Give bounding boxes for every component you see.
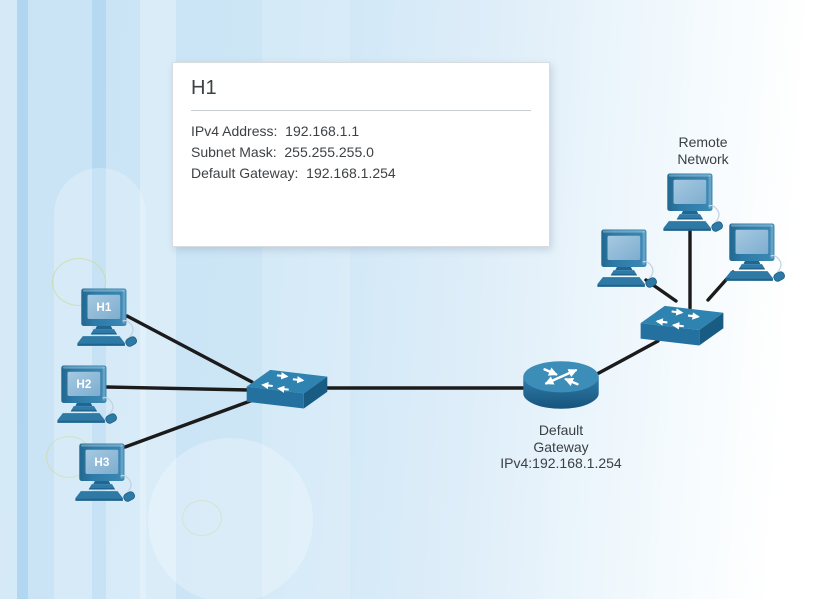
default-gateway-line: Default Gateway: 192.168.1.254 — [191, 165, 396, 181]
remote-network-label: Remote Network — [649, 134, 757, 167]
card-divider — [191, 110, 531, 111]
host-label: H3 — [94, 456, 109, 469]
link-h2-switch — [104, 385, 251, 392]
remote-pc-left — [588, 228, 666, 300]
switch-local — [245, 363, 329, 417]
router-label-line2: Gateway — [533, 438, 589, 455]
host-h3: H3 — [66, 442, 144, 514]
switch-side — [303, 376, 328, 409]
host-info-card: H1 IPv4 Address: 192.168.1.1 Subnet Mask… — [172, 62, 550, 247]
desktop-computer-icon: H2 — [57, 365, 117, 424]
desktop-computer-icon — [725, 223, 785, 282]
mouse — [125, 336, 137, 347]
lan-switch-icon — [246, 369, 328, 409]
desktop-computer-icon — [663, 173, 723, 232]
subnet-mask-line: Subnet Mask: 255.255.255.0 — [191, 144, 374, 160]
router-label: Default Gateway IPv4:192.168.1.254 — [479, 422, 643, 472]
host-h1: H1 — [68, 287, 146, 359]
router-label-line1: Default — [538, 422, 584, 438]
desktop-computer-icon: H1 — [77, 288, 137, 347]
screen — [87, 294, 121, 319]
link-router-remote-switch — [595, 339, 660, 376]
router-default-gateway — [520, 357, 602, 418]
host-label: H2 — [76, 378, 91, 391]
link-h3-switch — [123, 398, 255, 449]
remote-label-line1: Remote — [678, 134, 728, 150]
card-title: H1 — [191, 77, 217, 99]
keyboard — [77, 336, 125, 344]
host-label: H1 — [96, 301, 111, 314]
switch-remote — [638, 299, 726, 354]
remote-pc-top — [654, 172, 732, 244]
lan-switch-icon — [640, 305, 724, 346]
link-h1-switch — [125, 314, 254, 384]
desktop-computer-icon — [597, 229, 657, 288]
card-body: IPv4 Address: 192.168.1.1 Subnet Mask: 2… — [191, 121, 531, 184]
ipv4-address-line: IPv4 Address: 192.168.1.1 — [191, 123, 360, 139]
remote-label-line2: Network — [677, 150, 729, 167]
mouse-cable — [122, 319, 134, 339]
router-icon — [523, 361, 599, 409]
switch-front — [246, 386, 304, 409]
host-h2: H2 — [48, 364, 126, 436]
desktop-computer-icon: H3 — [75, 443, 135, 502]
router-label-line3: IPv4:192.168.1.254 — [500, 455, 622, 471]
remote-pc-right — [716, 222, 794, 294]
